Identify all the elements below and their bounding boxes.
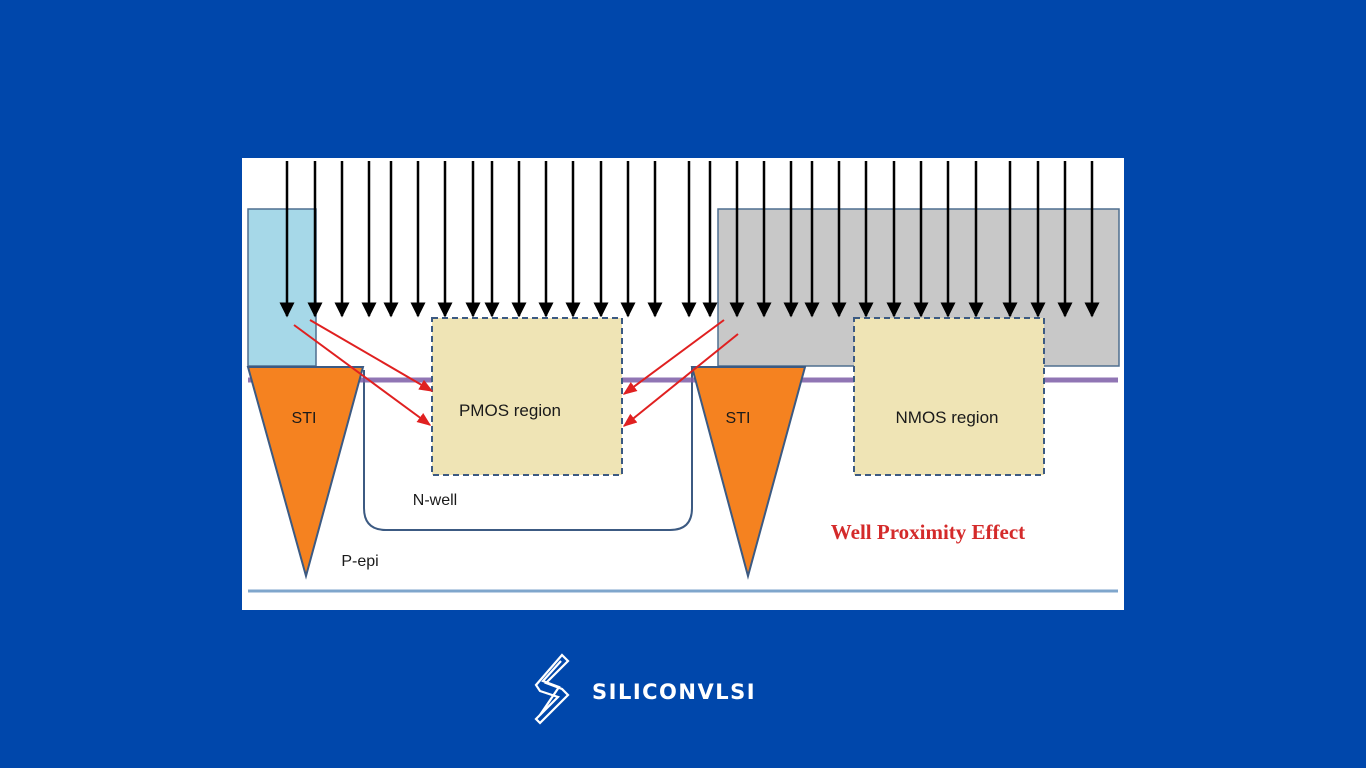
implant-mask-left — [247, 208, 317, 367]
nmos-region-label: NMOS region — [896, 408, 999, 427]
scatter-arrow — [293, 324, 432, 426]
implant-arrows — [279, 161, 1100, 318]
diagram-panel: STI STI PMOS region NMOS region N-well P… — [242, 158, 1124, 610]
scatter-arrows — [293, 319, 739, 427]
p-epi-label: P-epi — [341, 553, 378, 570]
n-well-label: N-well — [413, 492, 457, 509]
scatter-arrow — [622, 333, 739, 427]
sti-left — [246, 366, 365, 580]
pmos-region — [431, 317, 623, 476]
nmos-region — [853, 317, 1045, 476]
scatter-arrow — [309, 319, 434, 392]
n-well-outline — [363, 366, 693, 531]
sti-right-label: STI — [726, 410, 751, 427]
brand: SILICONVLSI — [532, 652, 757, 732]
lightning-s-icon — [532, 652, 572, 732]
diagram-caption: Well Proximity Effect — [831, 520, 1025, 544]
brand-name: SILICONVLSI — [592, 680, 757, 704]
scatter-arrow — [622, 319, 725, 395]
sti-left-label: STI — [292, 410, 317, 427]
pmos-region-label: PMOS region — [459, 401, 561, 420]
well-proximity-diagram: STI STI PMOS region NMOS region N-well P… — [246, 161, 1120, 593]
sti-right — [690, 366, 807, 580]
